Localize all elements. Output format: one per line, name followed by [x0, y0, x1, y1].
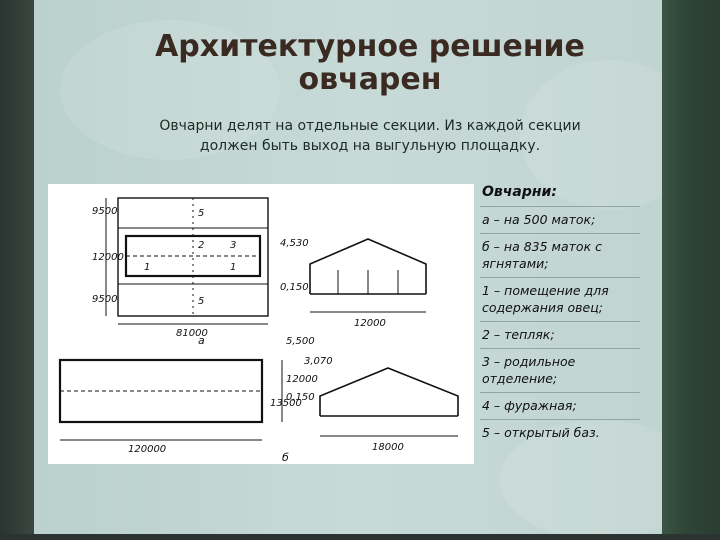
section-b-roof	[319, 367, 459, 416]
plan-label: 1	[230, 262, 236, 273]
dim-label: 9500	[92, 294, 117, 305]
legend-item: 1 – помещение для содержания овец;	[480, 277, 640, 321]
drawing-svg: 9500 12000 9500 81000 4,530 0,150 12000 …	[58, 197, 459, 464]
legend-item: б – на 835 маток с ягнятами;	[480, 233, 640, 277]
slide-subtitle: Овчарни делят на отдельные секции. Из ка…	[90, 116, 650, 156]
dim-label: 13500	[270, 398, 302, 409]
title-line-1: Архитектурное решение	[155, 29, 585, 64]
dim-label: 5,500	[286, 336, 315, 347]
legend-item: а – на 500 маток;	[480, 206, 640, 233]
plan-b	[58, 358, 283, 441]
plan-label: 2	[198, 240, 204, 251]
section-b	[319, 367, 459, 437]
background-blob	[60, 20, 280, 160]
section-a	[309, 238, 427, 313]
plan-label: 5	[198, 208, 204, 219]
plan-label: 3	[230, 240, 236, 251]
plan-label: 1	[144, 262, 150, 273]
dim-label: 12000	[92, 252, 124, 263]
dim-label: 18000	[372, 442, 404, 453]
sheepfold-drawing: 9500 12000 9500 81000 4,530 0,150 12000 …	[48, 184, 474, 464]
legend-heading: Овчарни:	[482, 184, 557, 200]
dim-label: 12000	[286, 374, 318, 385]
title-line-2: овчарен	[298, 62, 442, 97]
section-a-roof	[309, 238, 427, 294]
legend-item: 2 – тепляк;	[480, 321, 640, 348]
dim-label: 3,070	[304, 356, 333, 367]
plan-a-outline	[117, 197, 269, 317]
subtitle-line-2: должен быть выход на выгульную площадку.	[199, 138, 541, 154]
dim-label: 4,530	[280, 238, 309, 249]
dim-label: 12000	[354, 318, 386, 329]
dim-label: 0,150	[286, 392, 315, 403]
dim-label: 9500	[92, 206, 117, 217]
legend-item: 4 – фуражная;	[480, 392, 640, 419]
subtitle-line-1: Овчарни делят на отдельные секции. Из ка…	[159, 118, 581, 134]
dim-label: 81000	[176, 328, 208, 339]
figure-letter: а	[198, 334, 205, 347]
plan-a	[105, 197, 269, 325]
legend-item: 3 – родильное отделение;	[480, 348, 640, 392]
bottom-frame	[0, 534, 720, 540]
plan-label: 5	[198, 296, 204, 307]
left-frame	[0, 0, 34, 540]
legend-panel: Овчарни: а – на 500 маток; б – на 835 ма…	[480, 184, 640, 446]
dim-label: 0,150	[280, 282, 309, 293]
figure-letter: б	[282, 451, 289, 464]
slide-title: Архитектурное решение овчарен	[80, 30, 660, 96]
dim-label: 120000	[128, 444, 166, 455]
drawing-text: 9500 12000 9500 81000 4,530 0,150 12000 …	[92, 206, 404, 464]
legend-item: 5 – открытый баз.	[480, 419, 640, 446]
right-frame	[662, 0, 720, 540]
